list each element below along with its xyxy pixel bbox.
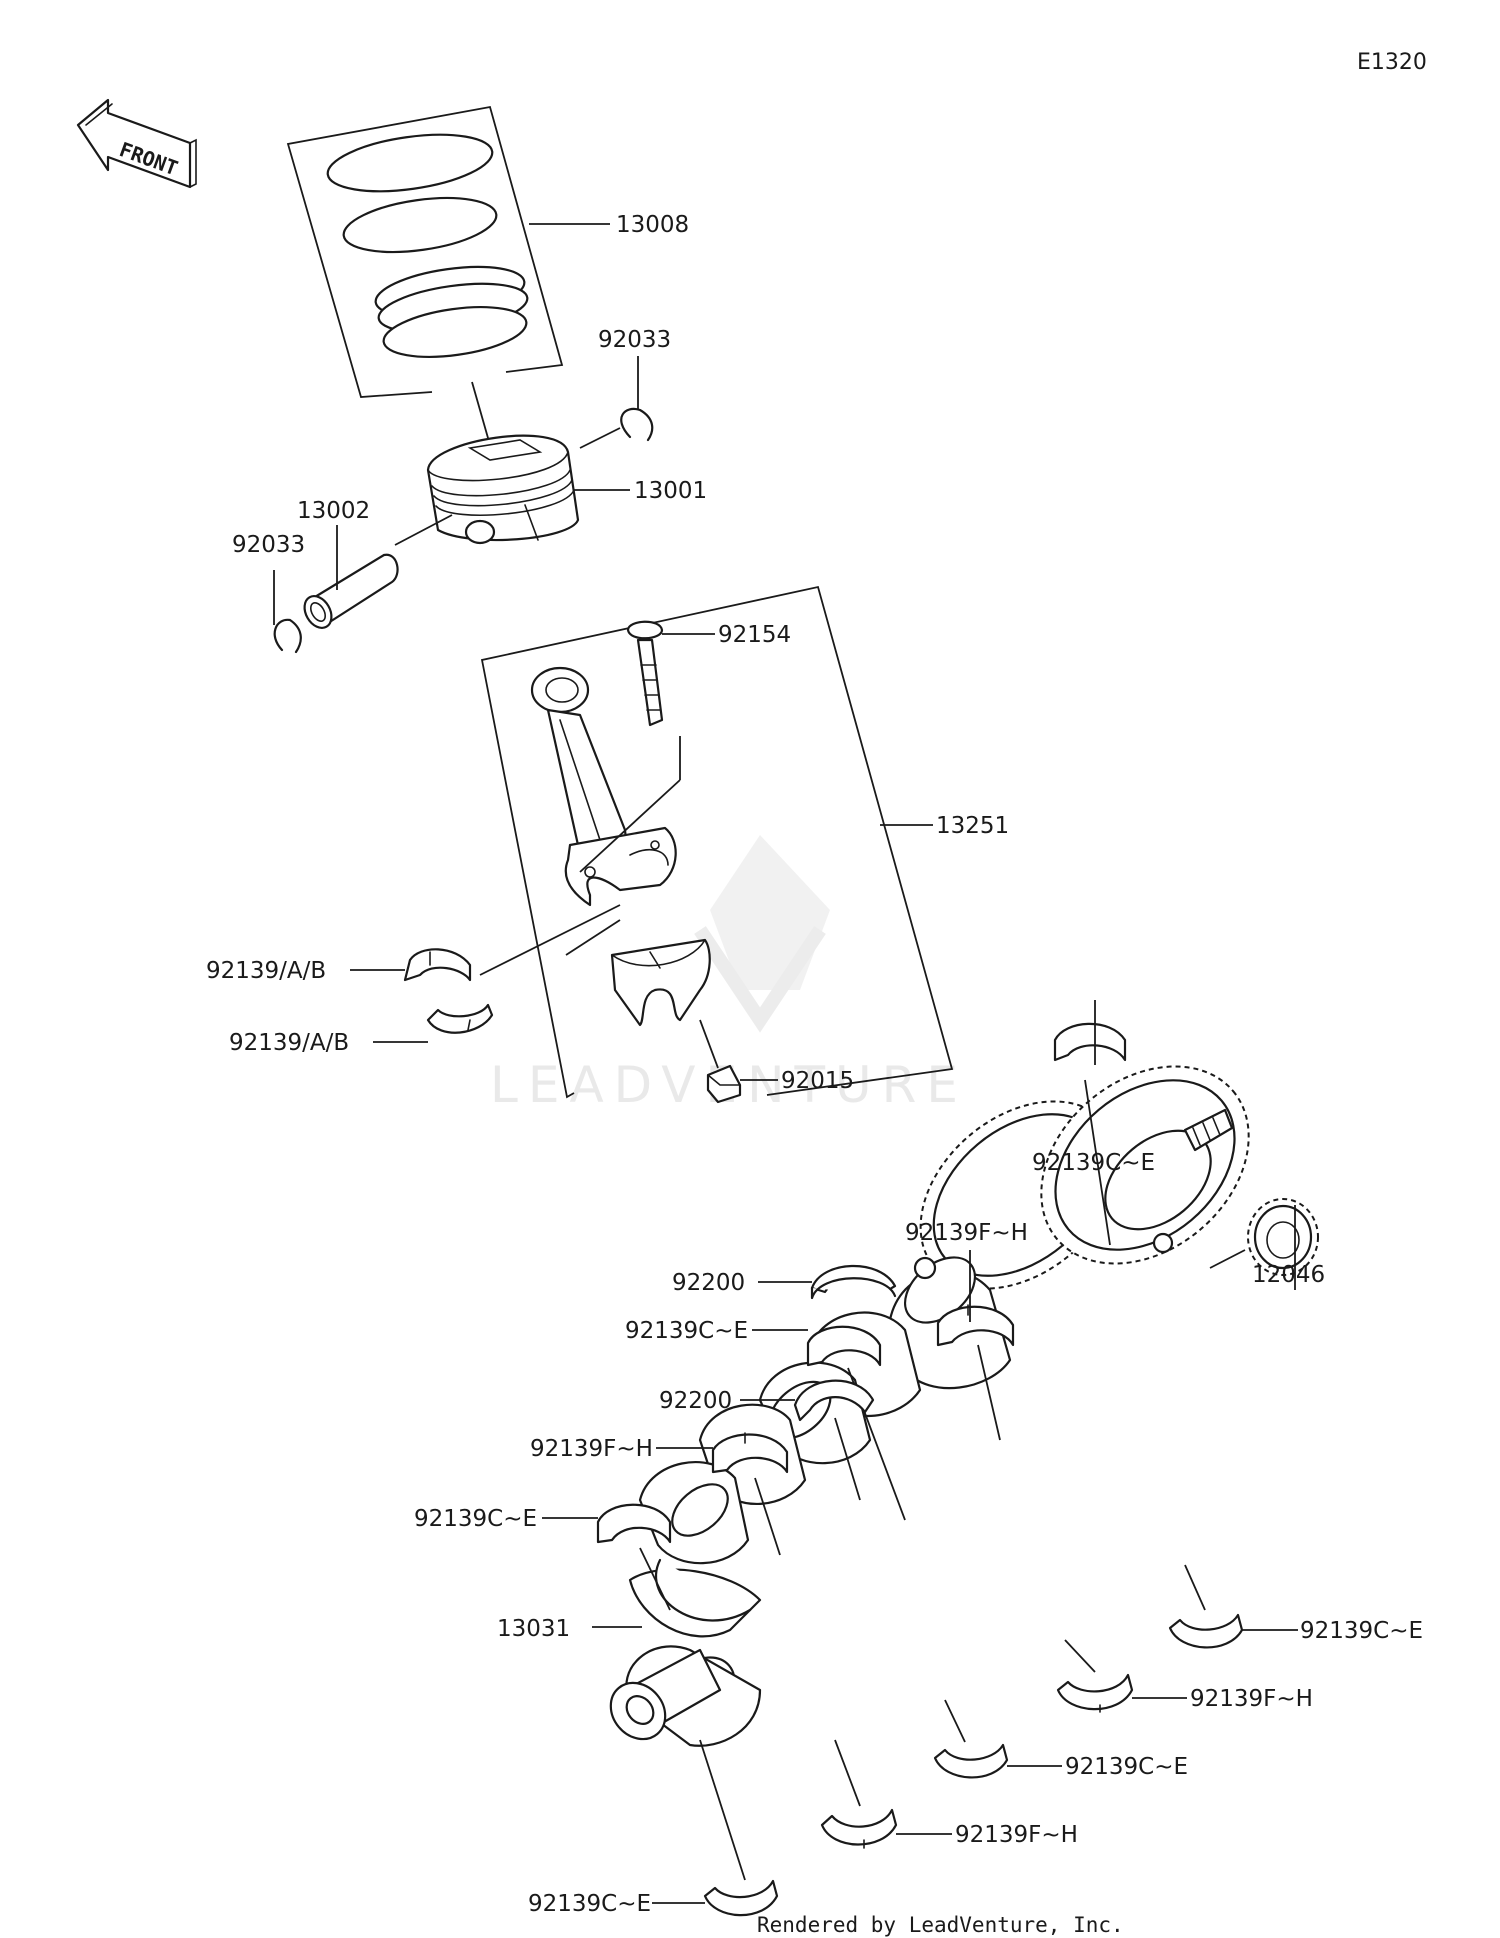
label-13001: 13001: [634, 478, 707, 504]
bearing-92139fh-r1: [1056, 1673, 1134, 1713]
leader-92139ce-r1-up: [1184, 1564, 1206, 1611]
gear-12046: [1247, 1198, 1319, 1276]
label-92200-2: 92200: [659, 1388, 732, 1414]
label-92139ab-1: 92139/A/B: [206, 958, 326, 984]
label-92139fh-r2: 92139F~H: [955, 1822, 1078, 1848]
label-92015: 92015: [781, 1068, 854, 1094]
piston-pin: [303, 553, 399, 629]
leader-92139fh-r1-up: [1064, 1639, 1096, 1673]
leader-92200-2-down: [834, 1417, 861, 1501]
label-92139ce-r1: 92139C~E: [1300, 1618, 1423, 1644]
label-92154: 92154: [718, 622, 791, 648]
bearing-92139ce-r2: [933, 1743, 1009, 1779]
leader-92139ce-top-down: [1084, 1079, 1111, 1246]
bearing-92139ce-left: [596, 1503, 672, 1544]
bearing-92139fh-top: [936, 1304, 1015, 1347]
diagram-code: E1320: [1357, 50, 1427, 75]
piston: [426, 381, 580, 545]
label-92139fh-r1: 92139F~H: [1190, 1686, 1313, 1712]
label-92139ce-r2: 92139C~E: [1065, 1754, 1188, 1780]
leader-gear-shaft: [1209, 1249, 1246, 1269]
label-13251: 13251: [936, 813, 1009, 839]
leader-92139fh-r2-up: [834, 1739, 861, 1807]
rod-bolt: [626, 620, 664, 727]
label-92139ce-2: 92139C~E: [625, 1318, 748, 1344]
label-92139ce-left: 92139C~E: [414, 1506, 537, 1532]
label-92139fh-top: 92139F~H: [905, 1220, 1028, 1246]
thrust-washer-2: [793, 1379, 875, 1422]
leader-pin-piston: [394, 514, 453, 546]
rod-frame: [480, 585, 954, 1099]
rod-nut: [706, 1064, 742, 1104]
label-92139ce-bottom: 92139C~E: [528, 1891, 651, 1917]
bearing-92139fh-r2: [820, 1808, 898, 1849]
rod-bearing-lower: [426, 1003, 494, 1034]
thrust-washer-1: [810, 1264, 897, 1300]
front-arrow-icon: FRONT: [76, 98, 197, 189]
circlip-left: [273, 618, 302, 654]
bearing-92139ce-top: [1053, 1022, 1127, 1062]
rod-frame-break: [565, 919, 621, 956]
connecting-rod: [530, 666, 677, 907]
bearing-92139ce-r1: [1168, 1613, 1244, 1649]
label-12046: 12046: [1252, 1262, 1325, 1288]
leader-92139ce-bottom-up: [699, 1739, 746, 1881]
label-92033-right: 92033: [598, 327, 671, 353]
leadventure-watermark: LEADVENTURE: [490, 835, 958, 1114]
leader-92139fh-left-down: [754, 1477, 781, 1556]
leader-rod-internal: [579, 779, 681, 873]
leader-cap-nut: [699, 1019, 719, 1069]
label-92033-left: 92033: [232, 532, 305, 558]
label-92200-1: 92200: [672, 1270, 745, 1296]
leader-circlip-right: [579, 427, 621, 449]
rod-cap: [610, 938, 711, 1027]
label-13031: 13031: [497, 1616, 570, 1642]
piston-ring-frame: [286, 105, 564, 398]
crankshaft: [609, 1065, 1250, 1747]
label-13002: 13002: [297, 498, 370, 524]
leader-92139fh-top-down: [977, 1344, 1001, 1441]
label-92139ab-2: 92139/A/B: [229, 1030, 349, 1056]
leader-92139ce-r2-up: [944, 1699, 966, 1743]
piston-rings: [326, 133, 529, 358]
label-13008: 13008: [616, 212, 689, 238]
label-92139ce-top: 92139C~E: [1032, 1150, 1155, 1176]
credit-text: Rendered by LeadVenture, Inc.: [757, 1913, 1124, 1937]
label-92139fh-left: 92139F~H: [530, 1436, 653, 1462]
bearing-92139ce-2: [806, 1325, 882, 1367]
leader-92139ce-left-down: [639, 1547, 671, 1611]
leader-bearing-rod: [479, 904, 621, 976]
rod-bearing-upper: [403, 948, 472, 982]
bearing-92139ce-bottom: [703, 1879, 779, 1917]
bearing-92139fh-left: [711, 1432, 789, 1474]
circlip-right: [620, 407, 654, 442]
